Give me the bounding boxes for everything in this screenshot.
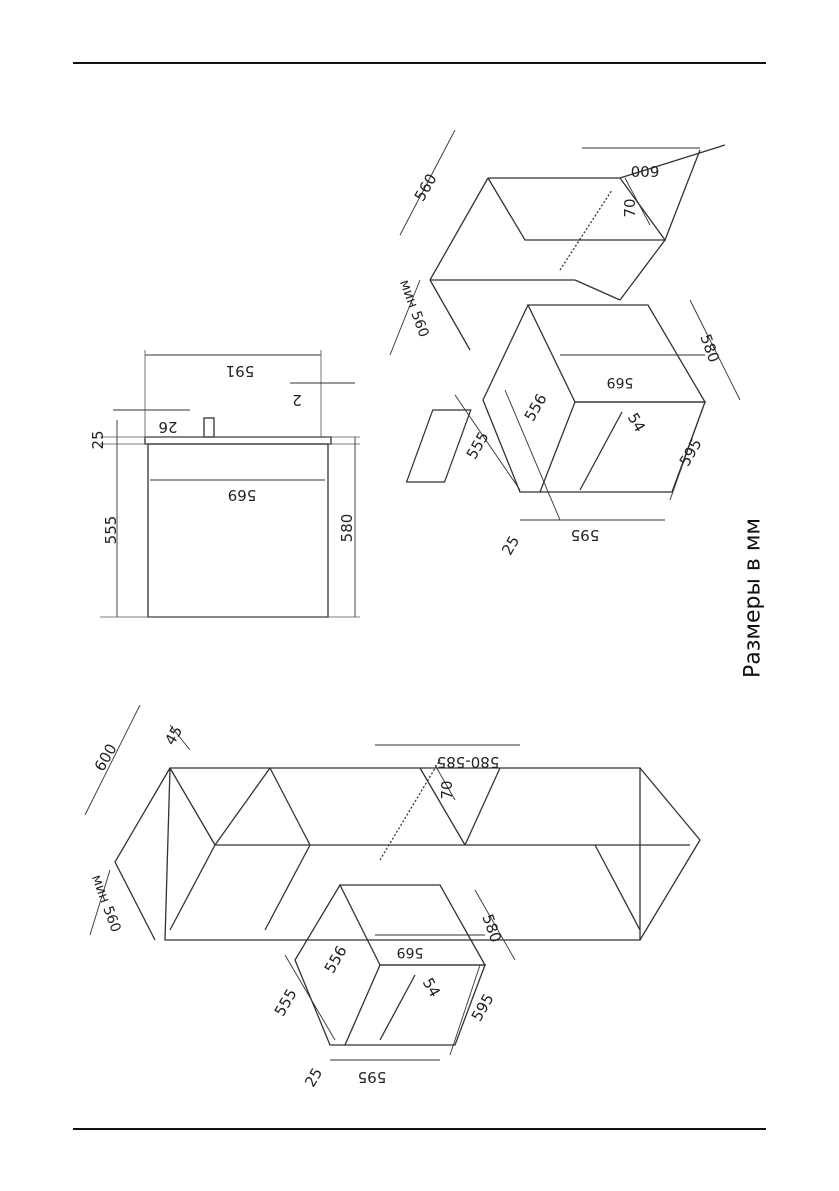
iso-top-556-label: 556 bbox=[521, 391, 551, 425]
oven-body-side bbox=[147, 443, 329, 618]
iso-top-560-label: 560 bbox=[411, 171, 441, 205]
iso-cabinet-top: 600 560 70 мин 560 580 569 556 54 555 59… bbox=[389, 129, 741, 559]
iso-bottom-595a-label: 595 bbox=[468, 991, 498, 1025]
iso-bottom-600-label: 600 bbox=[91, 741, 121, 775]
iso-top-569-label: 569 bbox=[607, 374, 634, 390]
dim-25-label: 25 bbox=[89, 430, 107, 449]
iso-top-580-label: 580 bbox=[696, 332, 723, 365]
bottom-rule bbox=[73, 1128, 766, 1130]
top-rule bbox=[73, 62, 766, 64]
cabinet-front-frame bbox=[164, 767, 641, 941]
iso-top-25-label: 25 bbox=[498, 533, 523, 559]
oven-knob bbox=[203, 417, 215, 438]
dim-580-label: 580 bbox=[338, 514, 356, 543]
iso-bottom-569-label: 569 bbox=[397, 944, 424, 960]
dim-26-label: 26 bbox=[158, 418, 177, 436]
iso-top-54-label: 54 bbox=[624, 410, 649, 436]
oven-front-panel bbox=[144, 436, 332, 445]
iso-bottom-580-585-label: 580-585 bbox=[437, 753, 500, 771]
dim-569-label: 569 bbox=[228, 486, 257, 504]
dim-2-label: 2 bbox=[292, 391, 302, 409]
iso-top-70-label: 70 bbox=[621, 198, 639, 217]
iso-bottom-556-label: 556 bbox=[321, 943, 351, 977]
iso-bottom-555-label: 555 bbox=[271, 986, 301, 1020]
side-view: 591 26 2 25 569 555 580 bbox=[89, 350, 360, 618]
iso-top-oven-door bbox=[405, 409, 472, 483]
iso-bottom-70-label: 70 bbox=[438, 780, 456, 799]
dim-591-label: 591 bbox=[226, 362, 255, 380]
iso-bottom-25-label: 25 bbox=[301, 1065, 326, 1091]
iso-bottom-54-label: 54 bbox=[419, 975, 444, 1001]
iso-bottom-oven-front bbox=[344, 964, 486, 1046]
units-caption: Размеры в мм bbox=[740, 517, 766, 679]
iso-cabinet-bottom: 600 45 580-585 70 мин 560 580 569 556 54… bbox=[84, 704, 701, 1091]
iso-top-595a-label: 595 bbox=[676, 436, 706, 470]
dim-555-label: 555 bbox=[102, 516, 120, 545]
iso-top-min560-label: мин 560 bbox=[396, 278, 432, 340]
iso-top-oven-front bbox=[539, 401, 706, 493]
iso-bottom-595b-label: 595 bbox=[358, 1068, 387, 1086]
iso-top-595b-label: 595 bbox=[571, 526, 600, 544]
iso-top-555-label: 555 bbox=[463, 429, 493, 463]
iso-top-600-label: 600 bbox=[631, 162, 660, 180]
iso-bottom-45-label: 45 bbox=[161, 723, 186, 749]
